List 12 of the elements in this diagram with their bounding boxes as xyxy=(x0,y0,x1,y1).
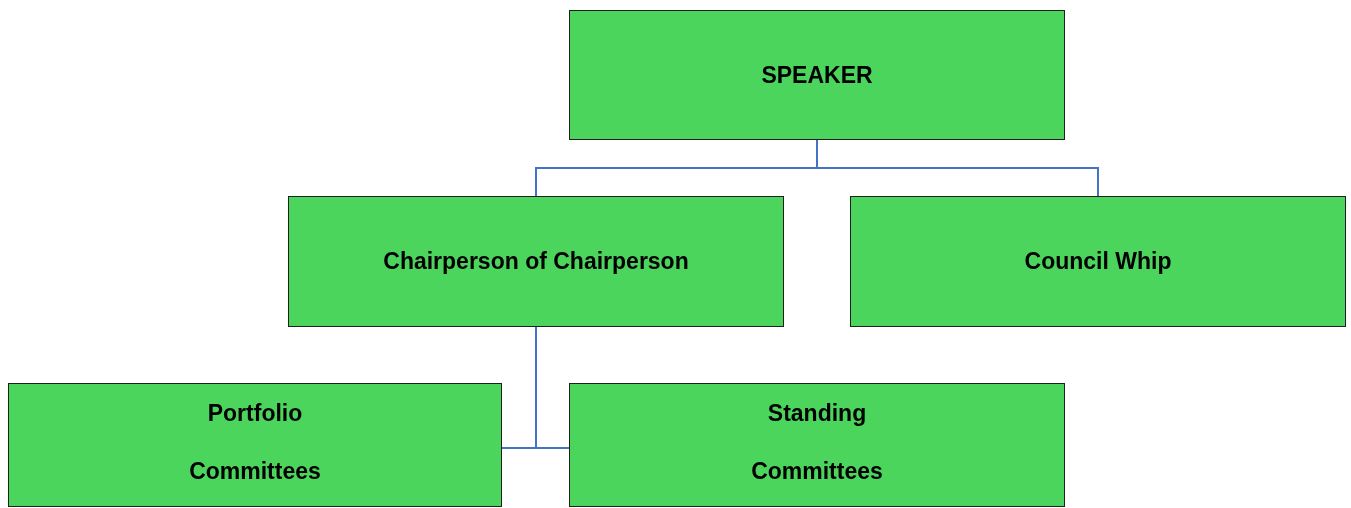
role-box xyxy=(8,383,502,507)
role-box xyxy=(288,196,784,327)
connector-line xyxy=(816,139,1099,197)
role-title: Portfolio Committees xyxy=(189,399,321,486)
role-box xyxy=(850,196,1346,327)
role-title: Council Whip xyxy=(1024,248,1172,275)
role-title: Chairperson of Chairperson xyxy=(383,248,689,275)
connector-line xyxy=(535,326,570,449)
role-box xyxy=(569,10,1065,140)
role-box xyxy=(569,383,1065,507)
role-title: SPEAKER xyxy=(761,61,873,89)
role-title: Standing Committees xyxy=(751,399,883,486)
